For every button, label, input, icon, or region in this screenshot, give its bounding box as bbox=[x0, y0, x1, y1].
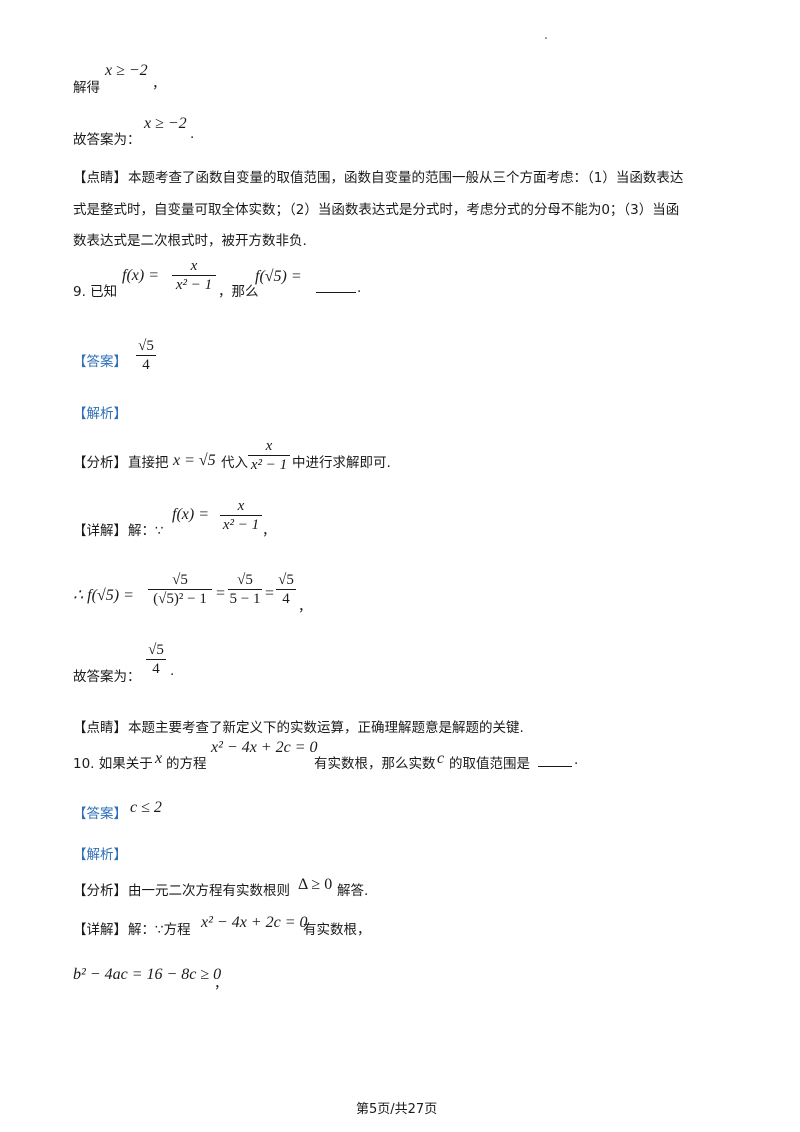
q10-var-x: x bbox=[155, 750, 163, 767]
q10-answer-blank bbox=[538, 766, 572, 767]
q10-detail-text2: 有实数根， bbox=[303, 922, 371, 938]
q9-fenxi-text3: 中进行求解即可. bbox=[292, 455, 391, 471]
q9-analysis-tag: 【解析】 bbox=[73, 406, 127, 422]
q9-comment-tag: 【点睛】 bbox=[73, 720, 127, 736]
q9-answer-blank bbox=[316, 292, 356, 293]
q10-disc-line: b² − 4ac = 16 − 8c ≥ 0 bbox=[73, 966, 222, 983]
q9-detail-tag: 【详解】 bbox=[73, 523, 127, 539]
q9-calc-eq2: = bbox=[265, 585, 275, 602]
q9-number: 9. 已知 bbox=[73, 284, 118, 300]
q10-disc-comma: ， bbox=[214, 976, 228, 992]
q10-answer-tag: 【答案】 bbox=[73, 806, 127, 822]
q9-fenxi-text1: 直接把 bbox=[128, 455, 169, 471]
q10-answer-expr: c ≤ 2 bbox=[130, 799, 162, 816]
q9-mid-text: ，那么 bbox=[218, 284, 259, 300]
q9-func-lhs: f(x) = bbox=[122, 267, 159, 284]
q10-fenxi-text: 由一元二次方程有实数根则 bbox=[128, 883, 290, 899]
q9-detail-comma: ， bbox=[262, 523, 276, 539]
q10-text1: 的方程 bbox=[166, 756, 207, 772]
q8-comment-line3: 数表达式是二次根式时，被开方数非负. bbox=[73, 233, 307, 249]
q8-comment-line2: 式是整式时，自变量可取全体实数；（2）当函数表达式是分式时，考虑分式的分母不能为… bbox=[73, 202, 680, 218]
q10-fenxi-expr: Δ ≥ 0 bbox=[298, 876, 333, 893]
q10-detail-text1: 解：∵方程 bbox=[128, 922, 191, 938]
q9-fenxi-tag: 【分析】 bbox=[73, 455, 127, 471]
q10-number: 10. 如果关于 bbox=[73, 756, 153, 772]
q9-calc-comma: ， bbox=[298, 599, 312, 615]
q9-calc-fraction-1: √5(√5)² − 1 bbox=[148, 571, 212, 608]
corner-dot bbox=[545, 37, 547, 39]
q9-query: f(√5) = bbox=[255, 268, 302, 285]
q9-therefore-lhs: ∴ f(√5) = bbox=[73, 587, 134, 604]
page-footer: 第5页/共27页 bbox=[356, 1102, 438, 1117]
solve-suffix: ， bbox=[152, 76, 166, 92]
q8-answer-expr: x ≥ −2 bbox=[144, 115, 187, 132]
q10-text2: 有实数根，那么实数 bbox=[314, 756, 436, 772]
q9-fenxi-sub: x = √5 bbox=[173, 452, 216, 469]
q8-comment-tag: 【点睛】 bbox=[73, 170, 127, 186]
q10-detail-eq: x² − 4x + 2c = 0 bbox=[201, 914, 308, 931]
q10-fenxi-end: 解答. bbox=[337, 883, 369, 899]
q10-detail-tag: 【详解】 bbox=[73, 922, 127, 938]
q10-var-c: c bbox=[437, 750, 445, 767]
q10-blank-end: . bbox=[574, 752, 579, 768]
q10-fenxi-tag: 【分析】 bbox=[73, 883, 127, 899]
q9-final-prefix: 故答案为： bbox=[73, 669, 141, 685]
q9-fenxi-text2: 代入 bbox=[221, 455, 248, 471]
q9-answer-tag: 【答案】 bbox=[73, 354, 127, 370]
solve-expr: x ≥ −2 bbox=[105, 62, 148, 79]
q9-detail-text: 解：∵ bbox=[128, 523, 164, 539]
q9-calc-eq1: = bbox=[216, 585, 226, 602]
q8-answer-suffix: . bbox=[190, 126, 195, 142]
q8-comment-line1: 本题考查了函数自变量的取值范围，函数自变量的范围一般从三个方面考虑：（1）当函数… bbox=[128, 170, 684, 186]
q10-text3: 的取值范围是 bbox=[449, 756, 530, 772]
q10-equation: x² − 4x + 2c = 0 bbox=[211, 739, 318, 756]
q9-blank-end: . bbox=[357, 280, 362, 296]
q9-comment-text: 本题主要考查了新定义下的实数运算，正确理解题意是解题的关键. bbox=[128, 720, 524, 736]
q9-final-suffix: . bbox=[170, 663, 175, 679]
q10-analysis-tag: 【解析】 bbox=[73, 847, 127, 863]
q9-detail-lhs: f(x) = bbox=[172, 506, 209, 523]
q8-answer-prefix: 故答案为： bbox=[73, 132, 141, 148]
solve-prefix: 解得 bbox=[73, 80, 100, 96]
